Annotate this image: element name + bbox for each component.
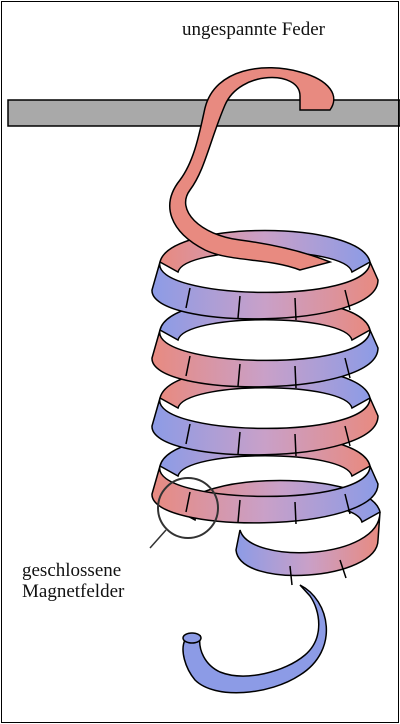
caption-line-1: geschlossene (22, 560, 124, 581)
label-unstretched-spring: ungespannte Feder (182, 19, 325, 40)
bottom-hook (183, 585, 326, 693)
caption-line-2: Magnetfelder (22, 581, 124, 602)
label-closed-magnetic-fields: geschlossene Magnetfelder (22, 560, 124, 602)
coil-front-segments (152, 262, 380, 575)
